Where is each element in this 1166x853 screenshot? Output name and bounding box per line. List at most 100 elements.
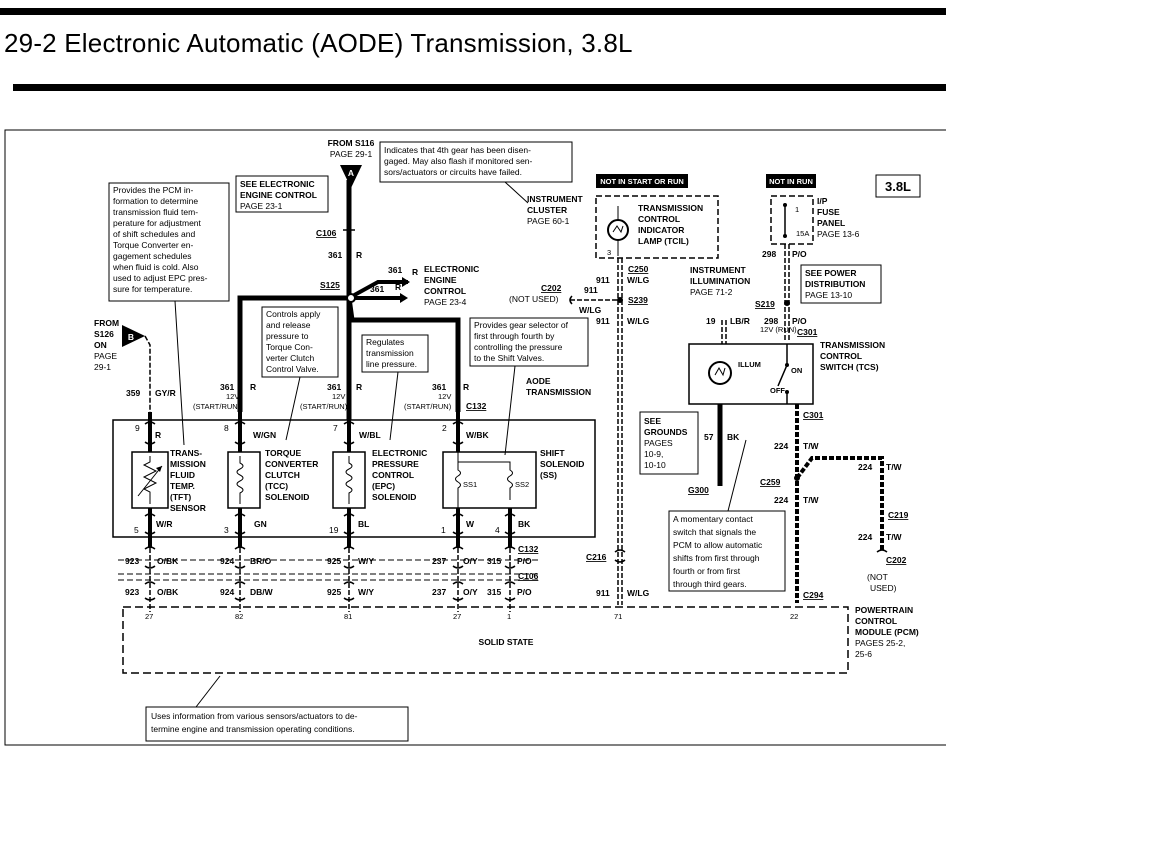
svg-text:P/O: P/O [792,249,807,259]
svg-text:W/Y: W/Y [358,587,374,597]
c132-bottom-label: C132 [518,544,539,554]
svg-text:71: 71 [614,612,622,621]
svg-text:ILLUM: ILLUM [738,360,761,369]
svg-text:PRESSURE: PRESSURE [372,459,419,469]
svg-text:911: 911 [584,285,598,295]
svg-text:923: 923 [125,587,139,597]
eec-label-1: ELECTRONIC [424,264,479,274]
svg-text:BL: BL [358,519,369,529]
svg-text:W/Y: W/Y [358,556,374,566]
svg-text:81: 81 [344,612,352,621]
svg-text:10-10: 10-10 [644,460,666,470]
svg-text:SS1: SS1 [463,480,477,489]
svg-text:237: 237 [432,556,446,566]
svg-text:361: 361 [432,382,446,392]
c106-label: C106 [316,228,337,238]
svg-text:12V (RUN): 12V (RUN) [760,325,797,334]
svg-text:line pressure.: line pressure. [366,359,417,369]
top-pin-connectors [144,421,464,445]
svg-text:PAGES: PAGES [644,438,673,448]
svg-text:I/P: I/P [817,196,828,206]
svg-text:25-6: 25-6 [855,649,872,659]
svg-text:CONTROL: CONTROL [638,214,680,224]
svg-text:SOLENOID: SOLENOID [540,459,584,469]
svg-text:(START/RUN): (START/RUN) [300,402,348,411]
epc-solenoid [332,451,366,509]
c202-right-label: C202 [886,555,907,565]
svg-text:8: 8 [224,423,229,433]
svg-text:LAMP (TCIL): LAMP (TCIL) [638,236,689,246]
svg-text:sors/actuators or circuits hav: sors/actuators or circuits have failed. [384,167,522,177]
svg-text:FLUID: FLUID [170,470,195,480]
svg-text:T/W: T/W [886,462,903,472]
svg-text:911: 911 [596,275,610,285]
s239-label: S239 [628,295,648,305]
c132-top-label: C132 [466,401,487,411]
page-title: 29-2 Electronic Automatic (AODE) Transmi… [4,28,633,58]
header-rule-top [0,8,946,15]
svg-text:R: R [356,382,362,392]
fuse-panel [770,195,814,245]
c259-label: C259 [760,477,781,487]
power-feed-361 [237,180,461,420]
c202-label: C202 [541,283,562,293]
svg-text:359: 359 [126,388,140,398]
svg-text:BK: BK [518,519,531,529]
svg-text:MODULE (PCM): MODULE (PCM) [855,627,919,637]
svg-text:925: 925 [327,587,341,597]
svg-text:15A: 15A [796,229,809,238]
connector-a-letter: A [348,168,354,178]
svg-text:22: 22 [790,612,798,621]
svg-text:GN: GN [254,519,267,529]
svg-text:(SS): (SS) [540,470,557,480]
svg-text:INDICATOR: INDICATOR [638,225,684,235]
svg-text:TRANS-: TRANS- [170,448,202,458]
svg-text:W/BL: W/BL [359,430,381,440]
svg-text:Indicates that 4th gear has be: Indicates that 4th gear has been disen- [384,145,531,155]
svg-text:CONTROL: CONTROL [424,286,466,296]
svg-text:CONTROL: CONTROL [855,616,897,626]
instr-illum-label: INSTRUMENT [690,265,747,275]
svg-text:Provides the PCM in-: Provides the PCM in- [113,185,193,195]
svg-text:361: 361 [327,382,341,392]
svg-text:TRANSMISSION: TRANSMISSION [820,340,885,350]
svg-text:and release: and release [266,320,311,330]
svg-text:P/O: P/O [517,587,532,597]
svg-text:57: 57 [704,432,714,442]
svg-text:(NOT: (NOT [867,572,888,582]
svg-text:termine engine and transmissio: termine engine and transmission operatin… [151,724,355,734]
svg-text:R: R [463,382,469,392]
svg-text:TRANSMISSION: TRANSMISSION [526,387,591,397]
instrument-cluster-label: INSTRUMENT [527,194,584,204]
svg-text:O/Y: O/Y [463,556,478,566]
note-shift: Provides gear selector of first through … [469,317,589,367]
svg-text:switch that signals the: switch that signals the [673,527,756,537]
svg-text:CLUSTER: CLUSTER [527,205,567,215]
aode-label: AODE [526,376,551,386]
tcs-box [688,343,814,405]
tcc-solenoid [227,451,261,509]
svg-text:224: 224 [774,441,788,451]
svg-text:Regulates: Regulates [366,337,404,347]
transmission-box [112,419,596,538]
svg-text:CONTROL: CONTROL [820,351,862,361]
svg-text:224: 224 [774,495,788,505]
svg-text:CONVERTER: CONVERTER [265,459,318,469]
c219-label: C219 [888,510,909,520]
svg-text:first through fourth by: first through fourth by [474,331,555,341]
svg-text:GROUNDS: GROUNDS [644,427,688,437]
svg-text:PAGE 23-4: PAGE 23-4 [424,297,467,307]
svg-text:(START/RUN): (START/RUN) [404,402,452,411]
c301-bottom-label: C301 [803,410,824,420]
svg-text:924: 924 [220,556,234,566]
svg-text:gaged. May also flash if monit: gaged. May also flash if monitored sen- [384,156,533,166]
svg-text:BR/O: BR/O [250,556,272,566]
note-tft: Provides the PCM in- formation to determ… [108,182,230,302]
tcil-box [595,195,719,259]
svg-text:2: 2 [442,423,447,433]
pcm-title: POWERTRAIN [855,605,913,615]
svg-text:DB/W: DB/W [250,587,274,597]
svg-text:(START/RUN): (START/RUN) [193,402,241,411]
svg-text:361: 361 [370,284,384,294]
svg-text:P/O: P/O [792,316,807,326]
